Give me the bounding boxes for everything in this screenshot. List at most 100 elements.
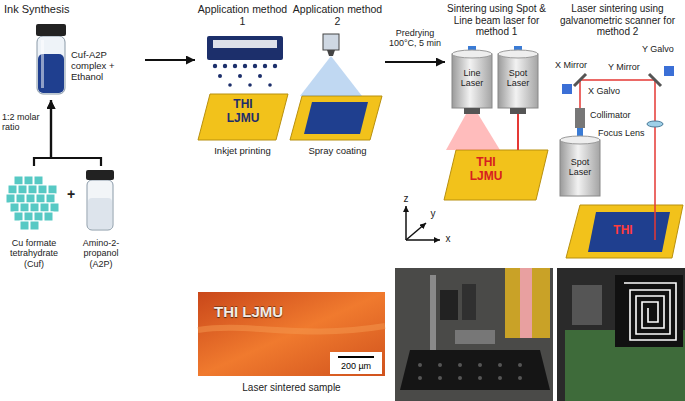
inkjet-drawing [198, 36, 288, 140]
step-heading: Laser sintering using galvanometric scan… [552, 3, 683, 38]
photo-caption: Laser sintered sample [198, 382, 385, 394]
setup-photo [400, 350, 550, 390]
sample-photo [198, 326, 385, 332]
setup-photo [518, 376, 522, 380]
laser-head: Spot Laser [498, 50, 538, 112]
setup-photo [418, 376, 422, 380]
spray-drawing [290, 34, 382, 140]
inkjet-drawing [213, 64, 217, 68]
crystal-drawing [20, 221, 29, 230]
edge-label: 1:2 molar ratio [2, 112, 46, 133]
crystal-drawing [40, 203, 49, 212]
crystal-drawing [44, 212, 53, 221]
setup-photo [438, 376, 442, 380]
edge-label: Predrying 100°C, 5 min [386, 28, 444, 49]
crystal-drawing [34, 212, 43, 221]
laser-sintering-drawing [464, 108, 480, 114]
inkjet-drawing [213, 40, 277, 48]
part-label: Y Mirror [608, 62, 652, 72]
sintered-pattern: THI [606, 224, 640, 238]
laser-sintering-drawing [510, 108, 526, 114]
part-label: Y Galvo [642, 44, 682, 54]
galvo-scanner-drawing [560, 136, 600, 144]
laser-label: Line Laser [452, 68, 492, 89]
laser-label: Spot Laser [560, 157, 600, 178]
ink-vial-drawing [41, 40, 44, 88]
galvo-scanner-drawing [560, 140, 600, 196]
reagent-label: Amino-2-propanol (A2P) [76, 238, 126, 269]
setup-photo [440, 290, 458, 320]
step-heading: Sintering using Spot & Line beam laser f… [445, 3, 548, 38]
setup-photo [395, 268, 553, 401]
axis-triad [406, 223, 426, 240]
axis-label: x [443, 233, 453, 245]
section-heading: Ink Synthesis [4, 3, 104, 16]
laser-head: Line Laser [452, 50, 492, 112]
crystal-drawing [16, 194, 25, 203]
laser-sintering-drawing [446, 114, 500, 150]
crystal-drawing [30, 203, 39, 212]
galvo-scanner-drawing [575, 108, 585, 128]
spray-drawing [290, 96, 382, 140]
sintered-pattern: THI LJMU [462, 156, 510, 184]
setup-photo [430, 275, 436, 355]
laser-sintering-drawing [452, 54, 492, 108]
crystal-drawing [20, 203, 29, 212]
galvo-scanner-drawing [574, 74, 586, 86]
axis-triad [406, 239, 440, 241]
ink-vial-drawing [36, 24, 66, 36]
axis-triad [405, 206, 407, 240]
process-step: Application method 1Inkjet printing [195, 3, 290, 161]
crystal-drawing [14, 212, 23, 221]
setup-photo [418, 363, 422, 367]
inkjet-drawing [198, 94, 288, 140]
inkjet-drawing [233, 64, 237, 68]
galvo-setup-photo [572, 285, 602, 325]
laser-sintering-drawing [452, 50, 492, 58]
laser-sintering-drawing [498, 50, 538, 58]
reagent-vial-drawing [86, 170, 114, 180]
laser-sintering-drawing [517, 114, 519, 150]
part-label: Collimator [590, 110, 642, 120]
laser-head: Spot Laser [560, 140, 600, 200]
galvo-scanner-drawing [647, 121, 663, 127]
inkjet-drawing [253, 64, 257, 68]
setup-photo [520, 268, 532, 338]
setup-photo [462, 284, 476, 320]
reagent-vial-drawing [86, 170, 114, 230]
setup-photo [458, 363, 462, 367]
sample-photo [330, 352, 382, 374]
crystal-drawing [30, 221, 39, 230]
vial-label: Cuf-A2P complex + Ethanol [71, 50, 143, 83]
crystal-drawing [36, 194, 45, 203]
galvo-setup-photo [624, 283, 676, 340]
crystal-drawing [18, 185, 27, 194]
setup-photo [505, 268, 550, 338]
galvo-setup-photo [557, 268, 685, 401]
part-label: Focus Lens [598, 128, 646, 138]
galvo-setup-photo [615, 275, 683, 347]
inkjet-drawing [218, 74, 222, 78]
reagent-vial-drawing [87, 180, 113, 230]
plus-sign: + [66, 186, 76, 202]
reagent-vial: Amino-2-propanol (A2P) [76, 166, 126, 272]
step-label: Spray coating [290, 146, 385, 157]
ink-vial: Cuf-A2P complex + Ethanol [25, 20, 145, 100]
process-arrow [51, 100, 101, 166]
reagent-label: Cu formate tetrahydrate (Cuf) [2, 238, 66, 269]
crystal-drawing [34, 176, 43, 185]
inkjet-drawing [263, 64, 267, 68]
inkjet-drawing [238, 74, 242, 78]
process-step: Application method 2Spray coating [290, 3, 385, 161]
setup-photo [418, 363, 522, 380]
inkjet-drawing [207, 36, 283, 60]
inkjet-drawing [243, 64, 247, 68]
crystal-drawing [50, 203, 59, 212]
crystal-drawing [26, 194, 35, 203]
process-arrow [34, 100, 51, 166]
setup-photo [518, 363, 522, 367]
laser-label: Spot Laser [498, 68, 538, 89]
sample-photo [198, 292, 385, 376]
printed-pattern: THI LJMU [219, 98, 267, 126]
crystal-drawing [24, 176, 33, 185]
